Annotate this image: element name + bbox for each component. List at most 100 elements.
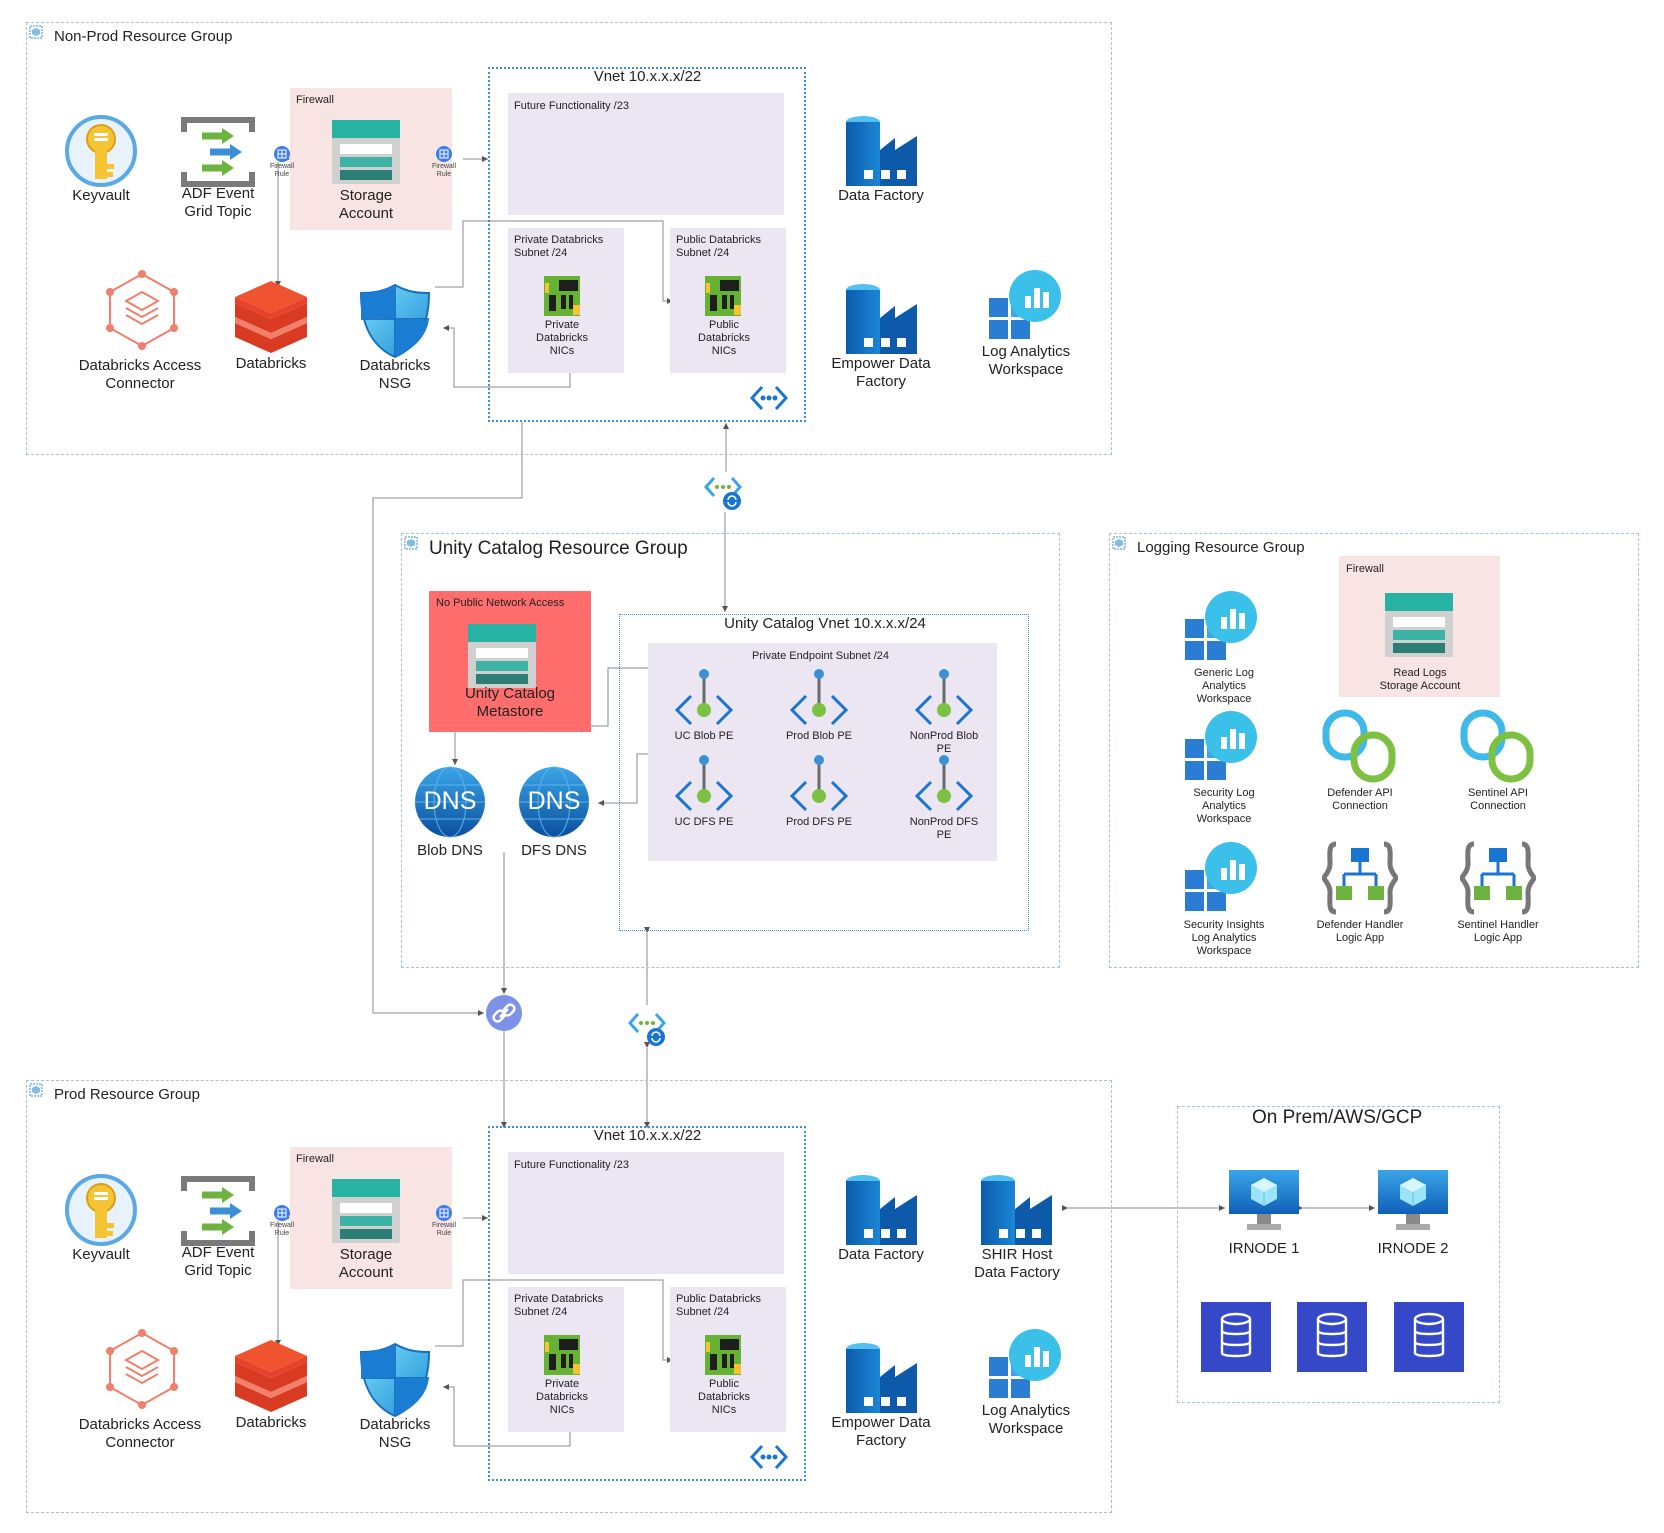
vnet-peering-icon — [702, 472, 746, 517]
defender-api-connection-icon — [1322, 709, 1398, 790]
defender-api-connection-label: Defender API Connection — [1327, 787, 1393, 812]
database-icon — [1296, 1301, 1368, 1378]
vnet-badge-icon — [748, 1442, 790, 1477]
shir-data-factory-label: SHIR Host Data Factory — [974, 1246, 1060, 1281]
prod-blob-pe-icon — [788, 668, 850, 735]
firewall-rule-icon — [435, 145, 453, 168]
prod-dfs-pe-icon — [788, 754, 850, 821]
dfs-dns-label: DFS DNS — [521, 842, 587, 859]
public-nics-label: Public Databricks NICs — [698, 319, 750, 357]
storage-account-icon — [330, 1177, 402, 1250]
prod-firewall-label: Firewall — [296, 1153, 334, 1165]
public-nics-label: Public Databricks NICs — [698, 1378, 750, 1416]
security-insights-log-analytics-icon — [1183, 840, 1259, 919]
firewall-rule-icon — [435, 1204, 453, 1227]
sentinel-logic-app-label: Sentinel Handler Logic App — [1457, 919, 1539, 944]
firewall-rule-label: Firewall Rule — [269, 163, 295, 178]
empower-data-factory-label: Empower Data Factory — [831, 355, 931, 390]
irnode2-label: IRNODE 2 — [1377, 1240, 1449, 1257]
data-factory-label: Data Factory — [838, 1246, 924, 1263]
log-analytics-label: Log Analytics Workspace — [981, 1402, 1071, 1437]
prod-dfs-pe-label: Prod DFS PE — [785, 816, 853, 828]
prod-blob-pe-label: Prod Blob PE — [785, 730, 853, 742]
metastore-label: Unity Catalog Metastore — [464, 685, 556, 720]
keyvault-icon — [64, 1173, 138, 1252]
resource-group-icon — [29, 25, 43, 44]
empower-data-factory-icon — [843, 282, 919, 361]
keyvault-icon — [64, 114, 138, 193]
dfs-dns-icon — [517, 765, 591, 844]
vnet-badge-icon — [748, 383, 790, 418]
nonprod-vnet-title: Vnet 10.x.x.x/22 — [593, 68, 702, 85]
adf-event-grid-label: ADF Event Grid Topic — [181, 185, 255, 220]
onprem-group — [1177, 1106, 1500, 1403]
databricks-icon — [233, 1338, 309, 1419]
unity-title: Unity Catalog Resource Group — [429, 538, 688, 559]
pe-subnet-label: Private Endpoint Subnet /24 — [752, 650, 889, 662]
keyvault-label: Keyvault — [72, 1246, 130, 1263]
defender-logic-app-label: Defender Handler Logic App — [1316, 919, 1404, 944]
prod-future-subnet — [508, 1152, 784, 1274]
security-log-analytics-icon — [1183, 709, 1259, 788]
uc-dfs-pe-icon — [673, 754, 735, 821]
uc-dfs-pe-label: UC DFS PE — [674, 816, 734, 828]
nonprod-firewall-label: Firewall — [296, 94, 334, 106]
prod-vnet — [488, 1126, 806, 1481]
nsg-icon — [359, 1342, 431, 1423]
nonprod-dfs-pe-label: NonProd DFS PE — [909, 816, 979, 841]
logging-resource-group — [1109, 533, 1639, 968]
resource-group-icon — [404, 536, 418, 555]
nic-icon — [543, 275, 581, 322]
sentinel-api-connection-icon — [1460, 709, 1536, 790]
logging-firewall-label: Firewall — [1346, 563, 1384, 575]
databricks-access-connector-icon — [104, 1329, 180, 1414]
nic-icon — [704, 1334, 742, 1381]
unity-resource-group — [401, 533, 1060, 968]
dns-icon-text: DNS — [423, 787, 477, 815]
databricks-label: Databricks — [235, 1414, 307, 1431]
resource-group-icon — [29, 1083, 43, 1102]
generic-log-analytics-label: Generic Log Analytics Workspace — [1194, 667, 1254, 705]
security-log-analytics-label: Security Log Analytics Workspace — [1193, 787, 1255, 825]
nsg-label: Databricks NSG — [359, 357, 431, 392]
databricks-label: Databricks — [235, 355, 307, 372]
nonprod-private-subnet-label: Private Databricks Subnet /24 — [514, 234, 604, 259]
firewall-rule-label: Firewall Rule — [269, 1222, 295, 1237]
nonprod-public-subnet-label: Public Databricks Subnet /24 — [676, 234, 761, 259]
data-factory-label: Data Factory — [838, 187, 924, 204]
empower-data-factory-label: Empower Data Factory — [831, 1414, 931, 1449]
databricks-access-connector-label: Databricks Access Connector — [78, 1416, 202, 1451]
nonprod-dfs-pe-icon — [913, 754, 975, 821]
event-grid-icon — [180, 1173, 256, 1254]
blob-dns-icon — [413, 765, 487, 844]
private-nics-label: Private Databricks NICs — [536, 319, 588, 357]
irnode-vm-icon — [1376, 1168, 1450, 1239]
storage-account-label: Storage Account — [338, 1246, 394, 1281]
prod-private-subnet-label: Private Databricks Subnet /24 — [514, 1293, 604, 1318]
nonprod-title: Non-Prod Resource Group — [54, 28, 233, 45]
nsg-label: Databricks NSG — [359, 1416, 431, 1451]
empower-data-factory-icon — [843, 1341, 919, 1420]
databricks-access-connector-label: Databricks Access Connector — [78, 357, 202, 392]
nsg-icon — [359, 283, 431, 364]
sentinel-logic-app-icon — [1459, 840, 1537, 921]
firewall-rule-icon — [273, 145, 291, 168]
database-icon — [1393, 1301, 1465, 1378]
generic-log-analytics-icon — [1183, 589, 1259, 668]
resource-group-icon — [1112, 536, 1126, 555]
nonprod-blob-pe-icon — [913, 668, 975, 735]
sentinel-api-connection-label: Sentinel API Connection — [1468, 787, 1528, 812]
prod-future-label: Future Functionality /23 — [514, 1159, 629, 1171]
dns-icon-text: DNS — [527, 787, 581, 815]
read-logs-storage-icon — [1383, 591, 1455, 664]
nonprod-future-subnet — [508, 93, 784, 215]
shir-data-factory-icon — [978, 1173, 1054, 1252]
keyvault-label: Keyvault — [72, 187, 130, 204]
private-link-icon — [485, 994, 523, 1037]
defender-logic-app-icon — [1321, 840, 1399, 921]
databricks-access-connector-icon — [104, 270, 180, 355]
irnode1-label: IRNODE 1 — [1228, 1240, 1300, 1257]
no-public-access-label: No Public Network Access — [436, 597, 565, 609]
database-icon — [1200, 1301, 1272, 1378]
databricks-icon — [233, 279, 309, 360]
